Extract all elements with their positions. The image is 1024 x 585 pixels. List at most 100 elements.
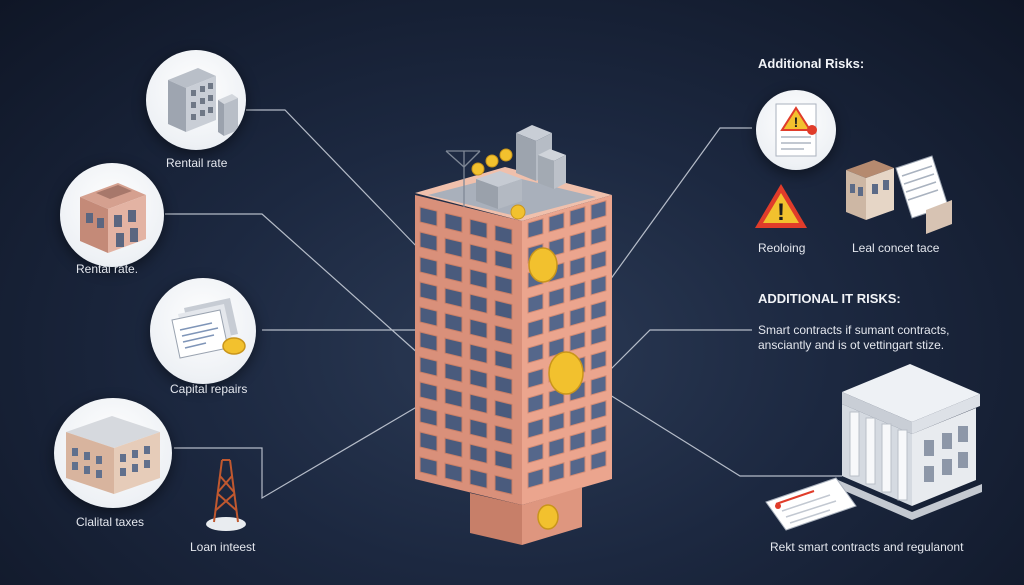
window — [527, 468, 544, 489]
window — [469, 393, 488, 414]
it-risks-line-2: ansciantly and is ot vettingart stize. — [758, 338, 945, 352]
window — [494, 449, 513, 471]
rentail-rate-label: Rentail rate — [166, 156, 228, 170]
taxes-label: Clalital taxes — [76, 515, 145, 529]
regulation-document — [765, 477, 857, 531]
window — [569, 281, 586, 302]
window — [444, 237, 463, 258]
it-risks-line-1: Smart contracts if sumant contracts, — [758, 323, 950, 337]
window — [469, 343, 488, 364]
window — [469, 318, 488, 339]
window — [548, 212, 565, 233]
central-building — [415, 125, 612, 545]
window — [590, 225, 607, 246]
window — [469, 368, 488, 389]
window — [419, 306, 438, 327]
window — [548, 437, 565, 458]
window — [590, 450, 607, 471]
window — [494, 424, 513, 446]
taxes-circle — [54, 398, 172, 508]
window — [469, 293, 488, 314]
warning-label: Reoloing — [758, 241, 806, 255]
window — [444, 287, 463, 308]
rentail-rate-circle — [146, 50, 246, 150]
window — [494, 374, 513, 396]
svg-text:!: ! — [794, 114, 799, 130]
window — [569, 231, 586, 252]
window — [444, 262, 463, 283]
window — [527, 343, 544, 364]
townhouse-icon — [80, 183, 146, 253]
window — [590, 250, 607, 271]
connector-additional-risks — [609, 127, 752, 281]
svg-text:!: ! — [777, 199, 785, 226]
window — [469, 243, 488, 264]
window — [590, 350, 607, 371]
warning-triangle-icon: ! — [755, 184, 807, 228]
window — [419, 331, 438, 352]
window — [569, 406, 586, 427]
window — [569, 206, 586, 227]
window — [527, 443, 544, 464]
window — [419, 231, 438, 252]
window — [590, 325, 607, 346]
window — [469, 468, 488, 489]
window — [527, 318, 544, 339]
window — [548, 312, 565, 333]
apartment-building-icon — [66, 416, 160, 494]
office-block-icon — [168, 68, 238, 136]
connector-it-risks — [609, 329, 752, 371]
capital-repairs-label: Capital repairs — [170, 382, 248, 396]
additional-risks-heading: Additional Risks: — [758, 56, 865, 71]
window — [419, 206, 438, 227]
window — [469, 268, 488, 289]
rooftop-antenna — [445, 150, 481, 207]
window — [419, 456, 438, 477]
window — [419, 256, 438, 277]
window — [494, 249, 513, 271]
window — [444, 462, 463, 483]
window — [527, 218, 544, 239]
window — [569, 306, 586, 327]
window — [569, 431, 586, 452]
window — [419, 381, 438, 402]
window — [419, 281, 438, 302]
window — [444, 387, 463, 408]
window — [494, 324, 513, 346]
window — [548, 287, 565, 308]
window — [527, 393, 544, 414]
building-left-windows — [419, 206, 513, 496]
legal-building-icon — [846, 155, 952, 234]
connector-taxes — [174, 404, 421, 500]
window — [590, 425, 607, 446]
warning-document-circle: ! — [756, 90, 836, 170]
window — [444, 437, 463, 458]
facade-coins — [528, 247, 584, 530]
legal-label: Leal concet tace — [852, 241, 940, 255]
window — [527, 418, 544, 439]
window — [444, 337, 463, 358]
window — [469, 218, 488, 239]
window — [494, 474, 513, 496]
window — [419, 406, 438, 427]
window — [444, 412, 463, 433]
window — [419, 356, 438, 377]
window — [548, 412, 565, 433]
window — [469, 418, 488, 439]
window — [469, 443, 488, 464]
rental-rate-label: Rental rate. — [76, 262, 139, 276]
window — [494, 349, 513, 371]
window — [590, 275, 607, 296]
window — [444, 312, 463, 333]
window — [444, 212, 463, 233]
window — [590, 400, 607, 421]
window — [494, 399, 513, 421]
connector-regulations — [609, 394, 842, 477]
crane-tower-icon — [206, 459, 246, 531]
connector-rentail-rate — [246, 109, 421, 251]
window — [494, 274, 513, 296]
connector-rental-rate — [165, 213, 421, 356]
window — [590, 375, 607, 396]
window — [494, 299, 513, 321]
